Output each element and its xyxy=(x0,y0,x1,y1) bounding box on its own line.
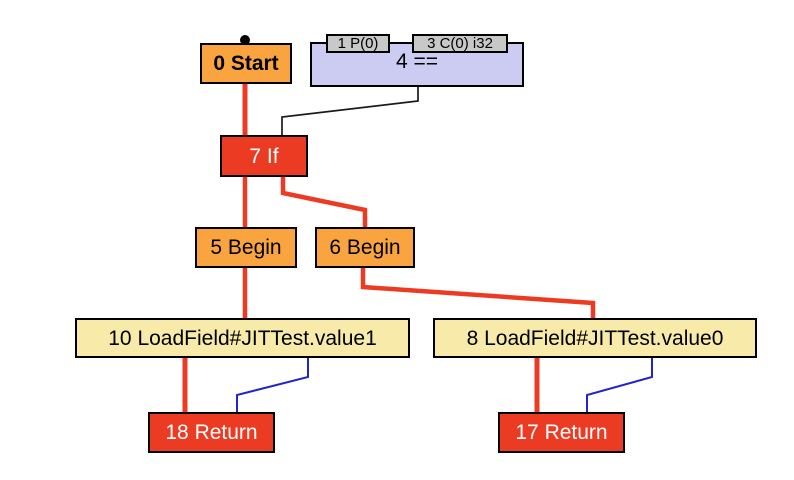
node-begin-6-label: 6 Begin xyxy=(329,236,401,259)
node-begin-5-label: 5 Begin xyxy=(210,236,282,259)
node-loadfield-value0-label: 8 LoadField#JITTest.value0 xyxy=(466,326,724,350)
input-port-constant[interactable]: 3 C(0) i32 xyxy=(412,34,508,53)
node-return-17-label: 17 Return xyxy=(515,421,608,444)
node-start[interactable]: 0 Start xyxy=(200,43,292,84)
edge-data-load8-to-ret17 xyxy=(586,357,653,413)
edge-data-load10-to-ret18 xyxy=(236,357,309,413)
node-loadfield-value1[interactable]: 10 LoadField#JITTest.value1 xyxy=(75,318,410,358)
node-return-17[interactable]: 17 Return xyxy=(498,412,625,453)
input-port-param[interactable]: 1 P(0) xyxy=(326,34,390,53)
edge-control-if-to-begin6 xyxy=(280,176,368,228)
node-start-label: 0 Start xyxy=(213,52,279,75)
input-port-constant-label: 3 C(0) i32 xyxy=(427,35,493,52)
input-port-param-label: 1 P(0) xyxy=(337,35,379,52)
edge-control-begin6-to-load8 xyxy=(360,267,596,319)
node-begin-6[interactable]: 6 Begin xyxy=(315,227,415,268)
node-if-label: 7 If xyxy=(249,144,279,168)
node-loadfield-value0[interactable]: 8 LoadField#JITTest.value0 xyxy=(433,318,757,358)
node-return-18[interactable]: 18 Return xyxy=(148,412,275,453)
node-begin-5[interactable]: 5 Begin xyxy=(195,227,297,268)
node-equals-label: 4 == xyxy=(395,50,439,73)
node-if[interactable]: 7 If xyxy=(220,135,308,177)
edge-data-eq-to-if xyxy=(281,87,419,136)
node-loadfield-value1-label: 10 LoadField#JITTest.value1 xyxy=(108,326,377,350)
start-output-port-dot xyxy=(240,35,250,45)
node-return-18-label: 18 Return xyxy=(165,421,258,444)
